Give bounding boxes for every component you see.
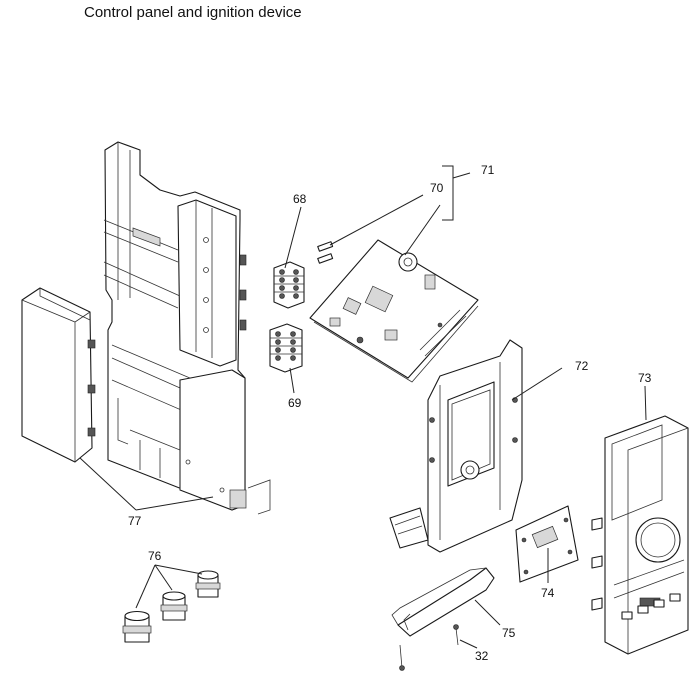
callout-70: 70 (430, 181, 444, 195)
callout-32: 32 (475, 649, 489, 663)
callout-labels: 68 69 70 71 72 73 74 75 76 77 32 (128, 163, 652, 663)
callout-72: 72 (575, 359, 589, 373)
part-72-control-frame (389, 339, 523, 553)
part-76-cable-glands (122, 570, 221, 643)
callout-74: 74 (541, 586, 555, 600)
part-74-small-pcb (515, 505, 579, 583)
callout-76: 76 (148, 549, 162, 563)
part-68-terminal-block (273, 261, 305, 309)
callout-77: 77 (128, 514, 142, 528)
part-77-cover (21, 287, 96, 463)
part-69-terminal-block (269, 323, 303, 373)
part-71-circuit-board (309, 239, 479, 383)
part-75-cable-cover (391, 567, 495, 637)
callout-71: 71 (481, 163, 495, 177)
diagram-title: Control panel and ignition device (84, 4, 302, 21)
part-77-housing (103, 141, 271, 515)
callout-75: 75 (502, 626, 516, 640)
callout-68: 68 (293, 192, 307, 206)
part-73-front-panel (591, 415, 689, 655)
callout-73: 73 (638, 371, 652, 385)
part-32-screws (399, 624, 459, 671)
callout-69: 69 (288, 396, 302, 410)
leader-lines (79, 165, 647, 649)
